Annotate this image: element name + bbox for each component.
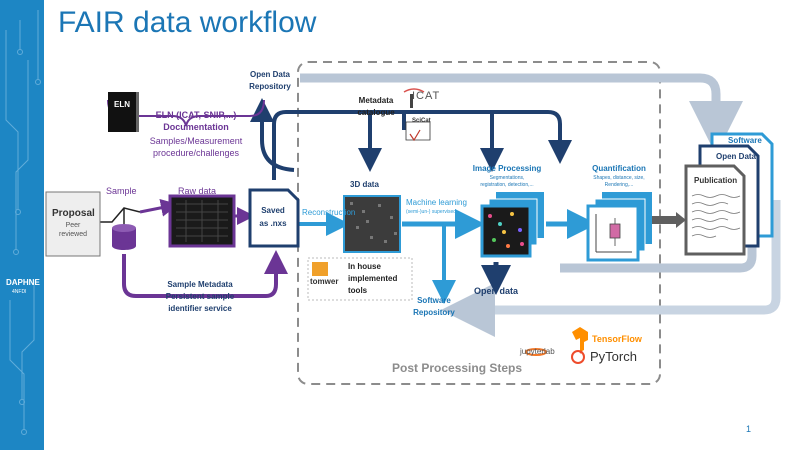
tomwer-label: tomwer: [310, 277, 339, 286]
icat-logo-icon: [403, 88, 425, 108]
metadata-connector: [272, 110, 572, 180]
inhouse-tools-box: [307, 257, 413, 301]
metadata-catalogue-line1: Metadata: [358, 96, 394, 105]
circuit-pattern-icon: [5, 10, 41, 435]
sample-cylinder-icon: [112, 224, 136, 250]
open-data-repository-line1: Open Data: [249, 70, 290, 79]
scicat-logo-icon: [405, 121, 431, 142]
raw-data-image: [168, 194, 236, 248]
left-decorative-bar: [0, 0, 44, 450]
machine-learning-sub: (semi-)un-) supervised: [406, 209, 457, 215]
sample-metadata-loop: [122, 250, 288, 298]
tensorflow-logo-icon: [572, 327, 588, 352]
post-processing-region: [297, 61, 661, 385]
quantification-sub1: Shapes, distance, size,: [593, 175, 645, 181]
eln-line3: Samples/Measurement: [149, 136, 243, 146]
arrow-publication-feedback: [560, 222, 757, 273]
slide-number: 1: [746, 424, 752, 434]
3d-data-label: 3D data: [350, 180, 379, 189]
metadata-catalogue-line2: catalogue: [357, 108, 395, 117]
stack-publication-label: Publication: [694, 176, 738, 185]
pytorch-logo-icon: [571, 350, 585, 364]
open-data-label: Open data: [474, 286, 519, 296]
quantification-stack: [586, 192, 652, 262]
arrow-to-open-data-repository: [250, 98, 295, 172]
eln-book-label: ELN: [114, 100, 130, 109]
saved-line2: as .nxs: [259, 219, 287, 228]
sample-metadata-line1: Sample Metadata: [167, 280, 233, 289]
pytorch-label: PyTorch: [590, 349, 637, 364]
raw-data-label: Raw data: [178, 186, 217, 196]
image-processing-sub1: Segmentations,: [489, 175, 525, 181]
post-processing-label: Post Processing Steps: [392, 361, 523, 375]
stack-software-label: Software: [728, 136, 762, 145]
arrow-to-raw-data: [139, 198, 179, 217]
tomwer-logo-icon: [312, 262, 328, 276]
inhouse-line3: tools: [348, 286, 368, 295]
logo-subtext: 4NFDI: [12, 289, 27, 295]
proposal-title: Proposal: [52, 208, 95, 219]
proposal-sub2: reviewed: [58, 231, 87, 238]
quantification-title: Quantification: [592, 164, 646, 173]
quantification-sub2: Rendering,...: [604, 182, 634, 188]
arrow-to-software: [300, 73, 743, 155]
inhouse-line1: In house: [348, 262, 381, 271]
eln-line1: ELN (ICAT, SNIP,...): [155, 110, 237, 120]
sample-label: Sample: [106, 186, 137, 196]
sample-metadata-line3: identifier service: [168, 304, 232, 313]
image-processing-title: Image Processing: [472, 164, 542, 173]
reconstruction-label: Reconstruction: [302, 208, 356, 217]
stack-open-data-label: Open Data: [716, 152, 757, 161]
software-repository-line1: Software: [417, 296, 451, 305]
software-repository-line2: Repository: [413, 308, 455, 317]
scicat-label: SciCat: [412, 118, 431, 124]
arrow-to-software-repository: [441, 200, 781, 337]
jupyter-logo-icon: [525, 348, 547, 356]
eln-line2: Documentation: [163, 122, 229, 132]
3d-data-cube: [343, 195, 401, 253]
image-processing-sub2: registration, detection,...: [480, 182, 534, 188]
page-title: FAIR data workflow: [58, 6, 317, 39]
open-data-repository-line2: Repository: [249, 82, 291, 91]
machine-learning-label: Machine learning: [406, 198, 467, 207]
sample-metadata-line2: Persistent sample: [165, 292, 235, 301]
saved-line1: Saved: [261, 206, 285, 215]
icat-label: ICAT: [412, 90, 441, 102]
jupyter-label: jupyterlab: [520, 347, 555, 356]
eln-line4: procedure/challenges: [152, 148, 240, 158]
logo-text: DAPHNE: [6, 278, 40, 287]
proposal-box: [45, 191, 101, 257]
image-processing-stack: [480, 192, 544, 258]
eln-book-icon: [108, 92, 138, 132]
publication-stack: [684, 132, 774, 256]
proposal-sub1: Peer: [65, 222, 81, 229]
tensorflow-label: TensorFlow: [592, 334, 642, 344]
saved-nxs-document-icon: [248, 188, 300, 248]
sample-split-lines: [100, 207, 141, 223]
inhouse-line2: implemented: [348, 274, 398, 283]
